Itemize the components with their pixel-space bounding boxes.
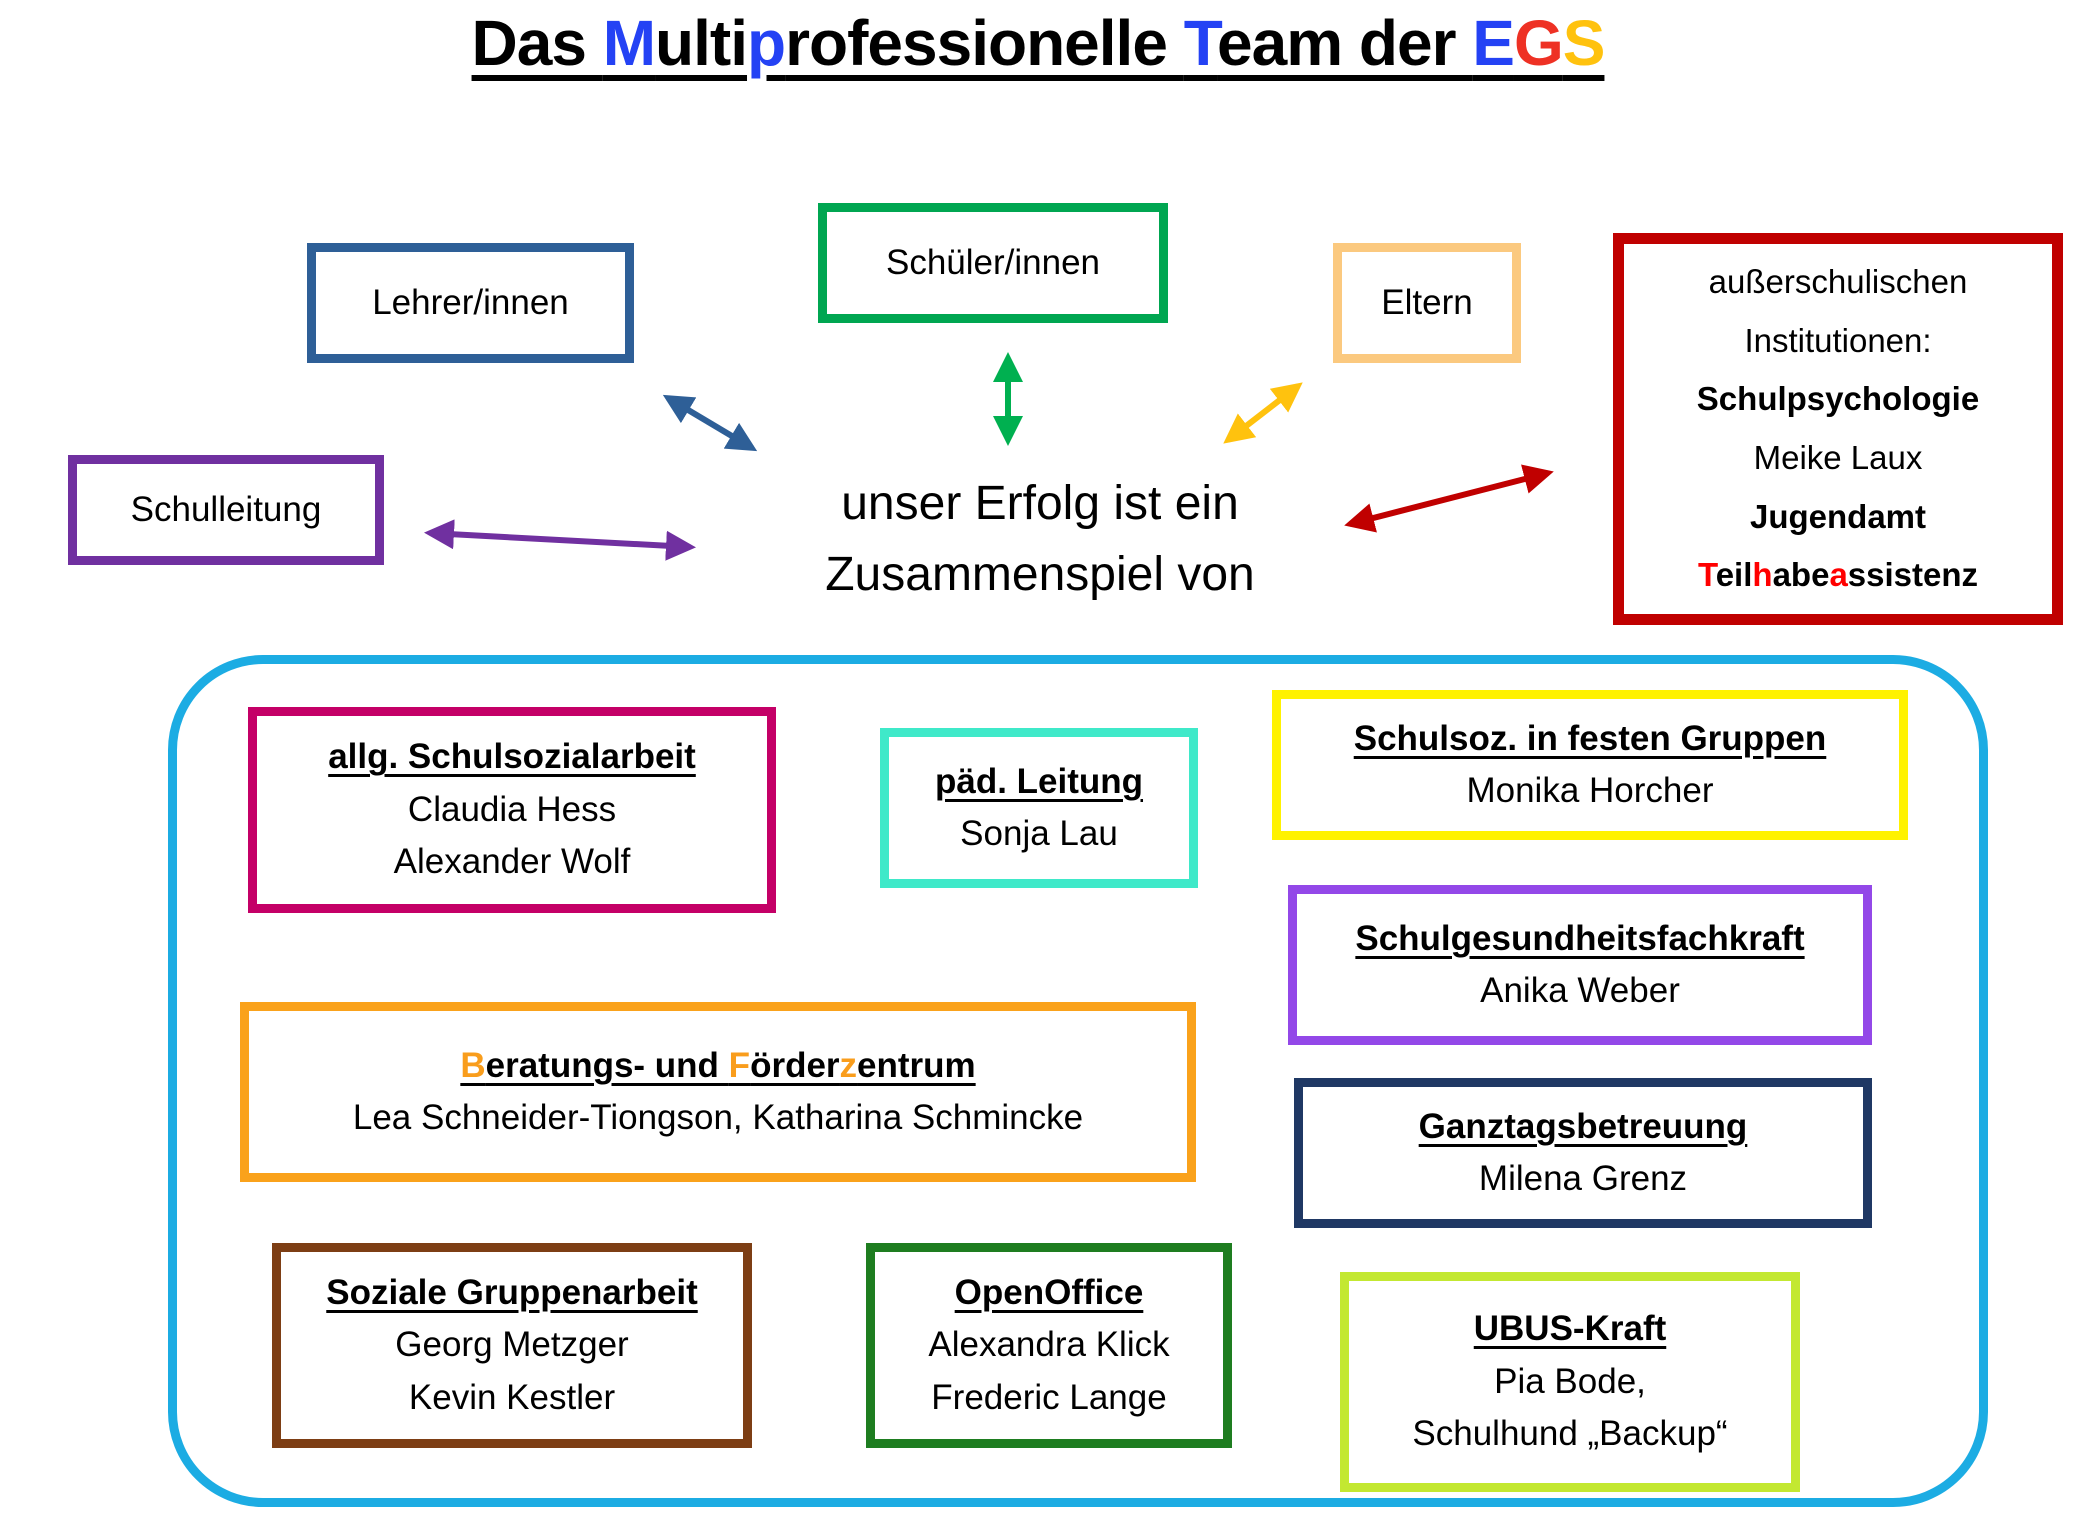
team-box-heading: päd. Leitung	[934, 761, 1144, 801]
node-schulleitung: Schulleitung	[68, 455, 384, 565]
extern-line-4: Meike Laux	[1753, 439, 1923, 476]
team-box-allg-schulsozialarbeit: allg. Schulsozialarbeit Claudia Hess Ale…	[248, 707, 776, 913]
team-box-soziale-gruppenarbeit: Soziale Gruppenarbeit Georg Metzger Kevi…	[272, 1243, 752, 1448]
team-box-ganztagsbetreuung: Ganztagsbetreuung Milena Grenz	[1294, 1078, 1872, 1228]
node-eltern: Eltern	[1333, 243, 1521, 363]
node-lehrer-label: Lehrer/innen	[372, 283, 569, 322]
center-statement-line1: unser Erfolg ist ein	[841, 477, 1239, 530]
team-box-heading: Schulgesundheitsfachkraft	[1355, 918, 1805, 958]
team-box-heading: allg. Schulsozialarbeit	[328, 737, 696, 777]
node-extern-institutionen: außerschulischen Institutionen: Schulpsy…	[1613, 233, 2063, 625]
team-member: Alexandra Klick	[928, 1325, 1170, 1365]
eltern-arrow	[1223, 382, 1303, 444]
team-box-openoffice: OpenOffice Alexandra Klick Frederic Lang…	[866, 1243, 1232, 1448]
team-box-beratungs-foerderzentrum: Beratungs- und Förderzentrum Lea Schneid…	[240, 1002, 1196, 1182]
team-member: Alexander Wolf	[393, 842, 631, 882]
team-member: Anika Weber	[1480, 971, 1680, 1010]
team-member: Claudia Hess	[407, 789, 617, 829]
team-box-paed-leitung: päd. Leitung Sonja Lau	[880, 728, 1198, 888]
team-member: Monika Horcher	[1466, 771, 1714, 810]
center-statement: unser Erfolg ist ein Zusammenspiel von	[620, 468, 1460, 610]
team-box-schulgesundheitsfachkraft: Schulgesundheitsfachkraft Anika Weber	[1288, 885, 1872, 1045]
extern-line-2: Institutionen:	[1744, 321, 1932, 359]
node-schulleitung-label: Schulleitung	[130, 490, 322, 529]
team-box-ubus-kraft: UBUS-Kraft Pia Bode, Schulhund „Backup“	[1340, 1272, 1800, 1492]
node-schueler-label: Schüler/innen	[885, 243, 1101, 282]
team-member: Frederic Lange	[931, 1377, 1167, 1417]
extern-line-6: Teilhabeassistenz	[1697, 556, 1979, 594]
team-member: Kevin Kestler	[408, 1377, 616, 1417]
team-box-heading: Soziale Gruppenarbeit	[326, 1272, 698, 1312]
team-member: Pia Bode,	[1494, 1361, 1646, 1401]
extern-line-5: Jugendamt	[1749, 497, 1927, 535]
team-box-heading: Beratungs- und Förderzentrum	[460, 1045, 976, 1085]
team-container	[168, 655, 1988, 1507]
node-lehrer: Lehrer/innen	[307, 243, 634, 363]
extern-line-3: Schulpsychologie	[1696, 380, 1980, 418]
team-member: Georg Metzger	[395, 1325, 629, 1365]
node-schueler: Schüler/innen	[818, 203, 1168, 323]
team-box-heading: OpenOffice	[954, 1272, 1144, 1312]
page-title: Das Multiprofessionelle Team der EGS	[471, 7, 1606, 79]
team-member: Milena Grenz	[1478, 1159, 1688, 1198]
team-member: Schulhund „Backup“	[1412, 1414, 1728, 1454]
lehrer-arrow	[662, 394, 758, 452]
team-box-schulsoz-feste-gruppen: Schulsoz. in festen Gruppen Monika Horch…	[1272, 690, 1908, 840]
extern-line-1: außerschulischen	[1708, 262, 1968, 300]
node-eltern-label: Eltern	[1381, 283, 1473, 322]
team-box-heading: Ganztagsbetreuung	[1418, 1106, 1748, 1146]
team-member: Lea Schneider-Tiongson, Katharina Schmin…	[352, 1098, 1084, 1137]
team-member: Sonja Lau	[960, 814, 1118, 853]
team-box-heading: Schulsoz. in festen Gruppen	[1353, 718, 1827, 758]
team-box-heading: UBUS-Kraft	[1473, 1309, 1667, 1349]
center-statement-line2: Zusammenspiel von	[825, 548, 1255, 602]
